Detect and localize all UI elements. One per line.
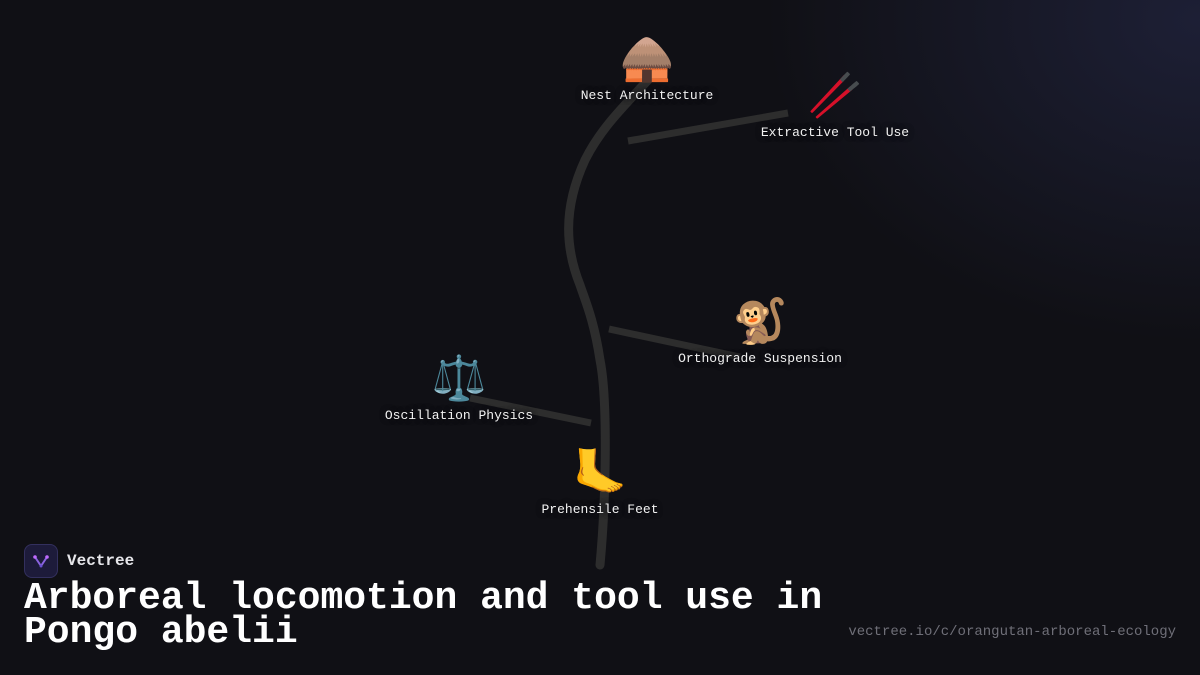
node-label: Prehensile Feet <box>541 502 659 517</box>
node-label: Extractive Tool Use <box>760 125 910 140</box>
page-title: Arboreal locomotion and tool use in Pong… <box>24 577 823 654</box>
node-orthograde-suspension[interactable]: 🐒 Orthograde Suspension <box>678 301 842 366</box>
node-prehensile-feet[interactable]: 🦶 Prehensile Feet <box>541 452 658 517</box>
foot-icon: 🦶 <box>572 451 628 501</box>
chopsticks-icon: 🥢 <box>807 74 863 124</box>
node-extractive-tool-use[interactable]: 🥢 Extractive Tool Use <box>761 75 909 140</box>
branch-orthograde-suspension <box>608 325 741 361</box>
node-label: Oscillation Physics <box>384 408 534 423</box>
monkey-icon: 🐒 <box>732 300 788 350</box>
node-nest-architecture[interactable]: 🛖 Nest Architecture <box>581 38 714 103</box>
node-oscillation-physics[interactable]: ⚖️ Oscillation Physics <box>385 358 533 423</box>
brand-name: Vectree <box>67 552 135 570</box>
branch-oscillation-physics <box>469 394 592 427</box>
tree-trunk <box>564 75 653 570</box>
vectree-logo-icon <box>24 544 58 578</box>
hut-icon: 🛖 <box>619 37 675 87</box>
branch-extractive-tool-use <box>627 109 789 145</box>
balance-scale-icon: ⚖️ <box>431 357 487 407</box>
node-label: Nest Architecture <box>580 88 714 103</box>
node-label: Orthograde Suspension <box>678 351 842 366</box>
brand: Vectree <box>24 544 134 578</box>
page-url[interactable]: vectree.io/c/orangutan-arboreal-ecology <box>848 624 1176 640</box>
